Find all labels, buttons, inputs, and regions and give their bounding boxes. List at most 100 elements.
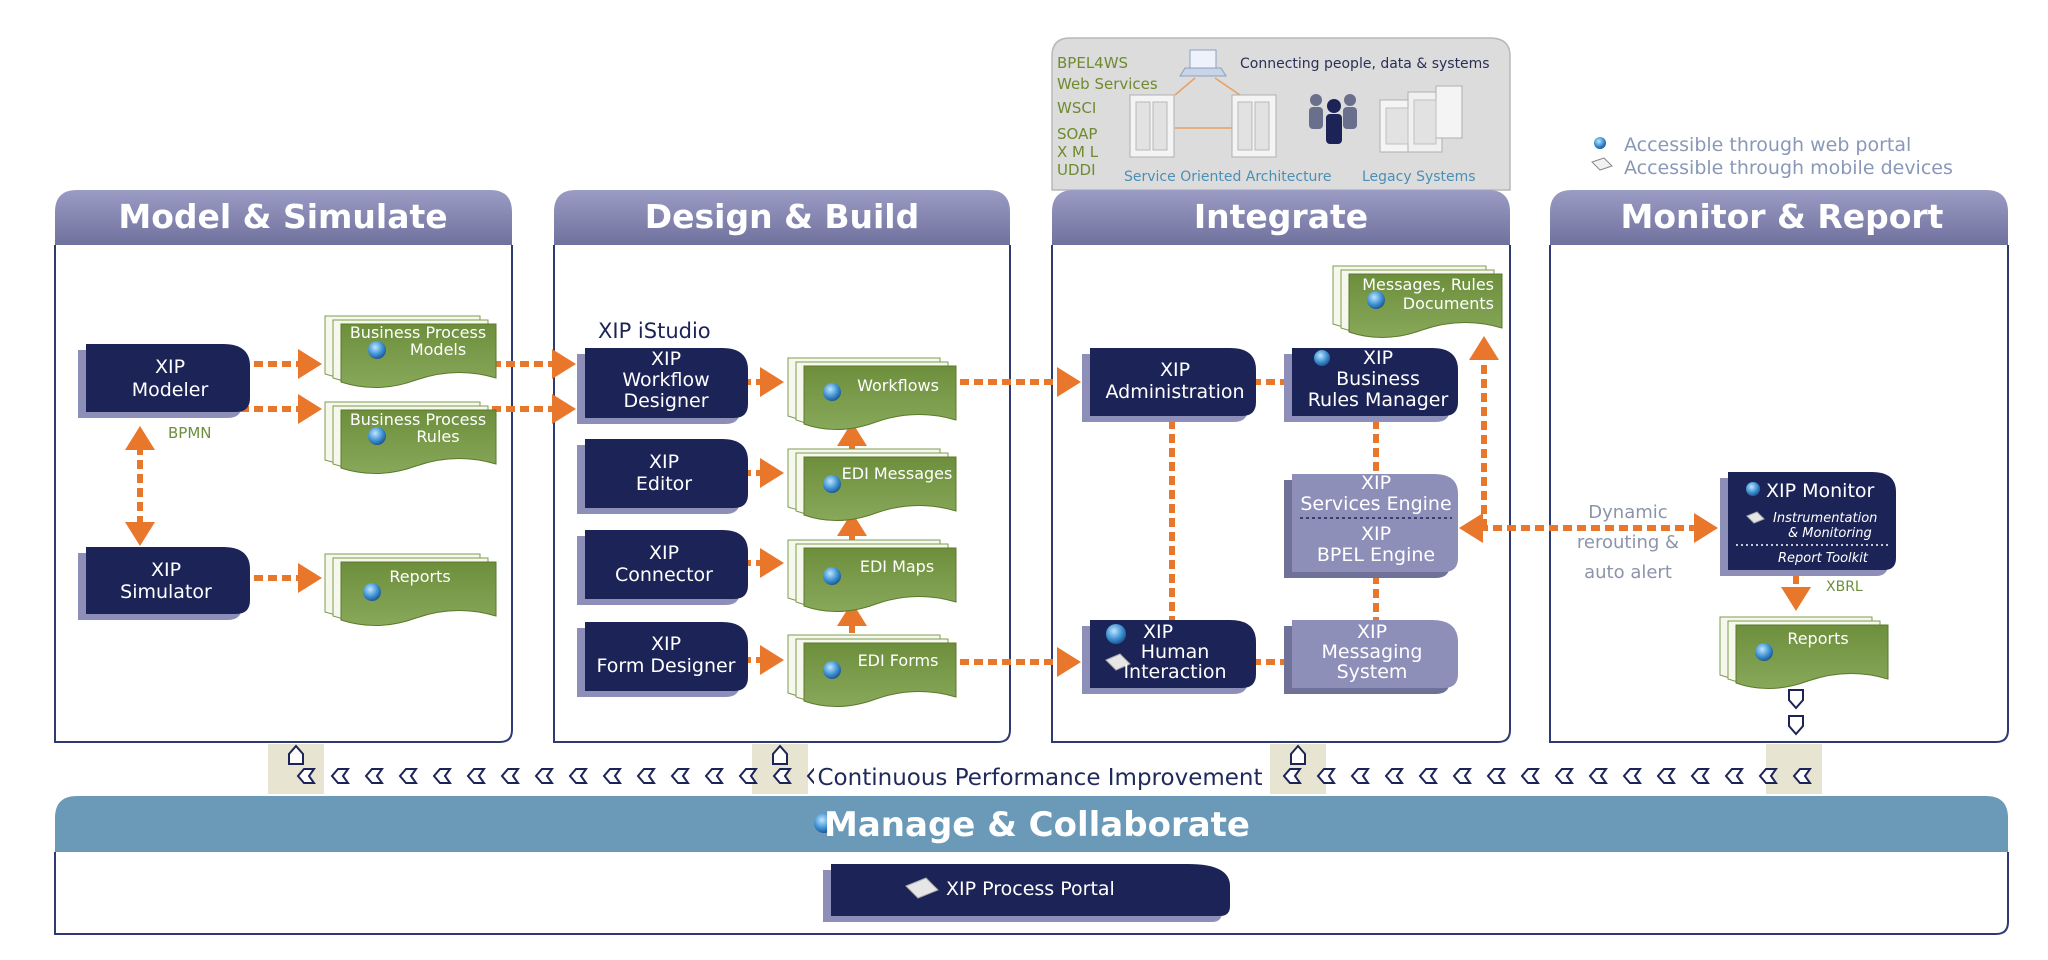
services-engine-line1: XIP: [1361, 472, 1391, 494]
cpi-chevron: [1520, 768, 1540, 784]
legend-web-portal: Accessible through web portal: [1624, 134, 1911, 156]
rules-manager-line3: Rules Manager: [1308, 389, 1449, 411]
administration-line2: Administration: [1105, 381, 1244, 403]
bpel-engine-line1: XIP: [1361, 523, 1391, 545]
human-interaction-line2: Human: [1141, 641, 1210, 663]
connectors: [125, 336, 1811, 677]
doc-workflows[interactable]: Workflows: [787, 357, 957, 431]
cpi-chevron: [1282, 768, 1302, 784]
globe-icon: [823, 383, 841, 401]
up-chevrons: [288, 744, 1306, 765]
panel-integrate: Integrate: [1051, 190, 1511, 743]
doc-messages-rules-documents[interactable]: Messages, Rules Documents: [1332, 265, 1503, 339]
globe-icon: [814, 813, 834, 833]
workflow-designer-line3: Designer: [623, 390, 708, 412]
administration-line1: XIP: [1160, 359, 1190, 381]
cpi-chevron: [772, 768, 792, 784]
xip-messaging-system-box[interactable]: XIP Messaging System: [1284, 620, 1458, 694]
cpi-chevron: [1758, 768, 1778, 784]
panel-manage-collaborate: Manage & Collaborate: [54, 796, 2009, 935]
dynamic-line2: rerouting &: [1577, 532, 1679, 553]
globe-icon: [1106, 624, 1126, 644]
laptop-icon: [1179, 49, 1227, 77]
panel-model-simulate: Model & Simulate: [54, 190, 513, 743]
doc-edi-forms[interactable]: EDI Forms: [787, 634, 957, 708]
cpi-chevron: [1316, 768, 1336, 784]
cpi-chevron: [500, 768, 520, 784]
cpi-chevron: [1384, 768, 1404, 784]
cpi-band: Continuous Performance Improvement: [268, 744, 1822, 794]
xip-workflow-designer-box[interactable]: XIP Workflow Designer: [577, 348, 748, 424]
xip-monitor-box[interactable]: XIP Monitor Instrumentation & Monitoring…: [1720, 472, 1896, 576]
xip-administration-box[interactable]: XIP Administration: [1082, 348, 1256, 422]
cpi-chevron: [1418, 768, 1438, 784]
cpi-chevron: [568, 768, 588, 784]
xip-editor-box[interactable]: XIP Editor: [577, 439, 748, 514]
mobile-device-icon: [1746, 511, 1765, 524]
panel-design-build: Design & Build: [553, 190, 1011, 743]
xip-business-rules-manager-box[interactable]: XIP Business Rules Manager: [1284, 347, 1458, 422]
bpmn-label: BPMN: [168, 424, 212, 442]
messaging-line3: System: [1337, 661, 1408, 683]
panel-title-monitor: Monitor & Report: [1621, 197, 1944, 236]
doc-business-process-rules[interactable]: Business Process Rules: [324, 401, 497, 475]
cpi-chevron: [704, 768, 724, 784]
cpi-chevron: [1452, 768, 1472, 784]
process-portal-label: XIP Process Portal: [946, 878, 1115, 900]
istudio-label: XIP iStudio: [598, 319, 711, 343]
rules-manager-line1: XIP: [1363, 347, 1393, 369]
form-designer-line1: XIP: [651, 633, 681, 655]
workflow-designer-line1: XIP: [651, 348, 681, 370]
cpi-chevron: [1690, 768, 1710, 784]
protocol-web-services: Web Services: [1057, 75, 1158, 93]
xip-modeler-line1: XIP: [155, 356, 185, 378]
doc-workflows-label: Workflows: [857, 376, 939, 395]
cpi-chevron: [432, 768, 452, 784]
legacy-systems-icon: [1379, 85, 1463, 153]
dynamic-line1: Dynamic: [1588, 502, 1667, 523]
globe-icon: [1746, 482, 1760, 496]
globe-icon: [368, 341, 386, 359]
doc-business-process-models[interactable]: Business Process Models: [324, 315, 497, 389]
globe-icon: [823, 567, 841, 585]
doc-reports-monitor[interactable]: Reports: [1719, 616, 1889, 690]
panel-title-design: Design & Build: [645, 197, 920, 236]
doc-edi-maps[interactable]: EDI Maps: [787, 539, 957, 613]
protocol-bpel4ws: BPEL4WS: [1057, 54, 1128, 72]
xip-modeler-box[interactable]: XIP Modeler: [78, 344, 250, 418]
panel-title-integrate: Integrate: [1194, 197, 1368, 236]
xbrl-label: XBRL: [1826, 579, 1863, 595]
globe-icon: [368, 427, 386, 445]
cpi-chevron: [330, 768, 350, 784]
callout-heading: Connecting people, data & systems: [1240, 56, 1490, 72]
xip-process-portal-box[interactable]: XIP Process Portal: [823, 864, 1230, 922]
xip-simulator-line2: Simulator: [120, 581, 212, 603]
cpi-chevron: [1554, 768, 1574, 784]
xip-modeler-line2: Modeler: [132, 379, 209, 401]
manage-title: Manage & Collaborate: [824, 805, 1250, 845]
protocol-uddi: UDDI: [1057, 161, 1096, 179]
doc-reports-model-label: Reports: [389, 567, 450, 586]
xip-form-designer-box[interactable]: XIP Form Designer: [577, 622, 748, 697]
doc-rules-line2: Rules: [416, 427, 459, 446]
xip-services-bpel-engine-box[interactable]: XIP Services Engine XIP BPEL Engine: [1284, 472, 1458, 578]
workflow-designer-line2: Workflow: [622, 369, 709, 391]
protocol-soap: SOAP: [1057, 125, 1097, 143]
mobile-device-icon: [1105, 653, 1131, 671]
doc-edi-messages[interactable]: EDI Messages: [787, 448, 957, 522]
cpi-chevron: [1622, 768, 1642, 784]
xip-human-interaction-box[interactable]: XIP Human Interaction: [1082, 620, 1256, 694]
people-icon: [1309, 94, 1357, 144]
cpi-chevron: [1350, 768, 1370, 784]
doc-reports-model[interactable]: Reports: [324, 553, 497, 627]
cpi-chevron: [466, 768, 486, 784]
xip-connector-box[interactable]: XIP Connector: [577, 530, 748, 605]
globe-icon: [823, 661, 841, 679]
report-toolkit: Report Toolkit: [1778, 551, 1869, 566]
rules-manager-line2: Business: [1336, 368, 1420, 390]
xip-simulator-box[interactable]: XIP Simulator: [78, 547, 250, 620]
cpi-chevron: [1486, 768, 1506, 784]
protocol-wsci: WSCI: [1057, 99, 1096, 117]
globe-icon: [1594, 137, 1606, 149]
